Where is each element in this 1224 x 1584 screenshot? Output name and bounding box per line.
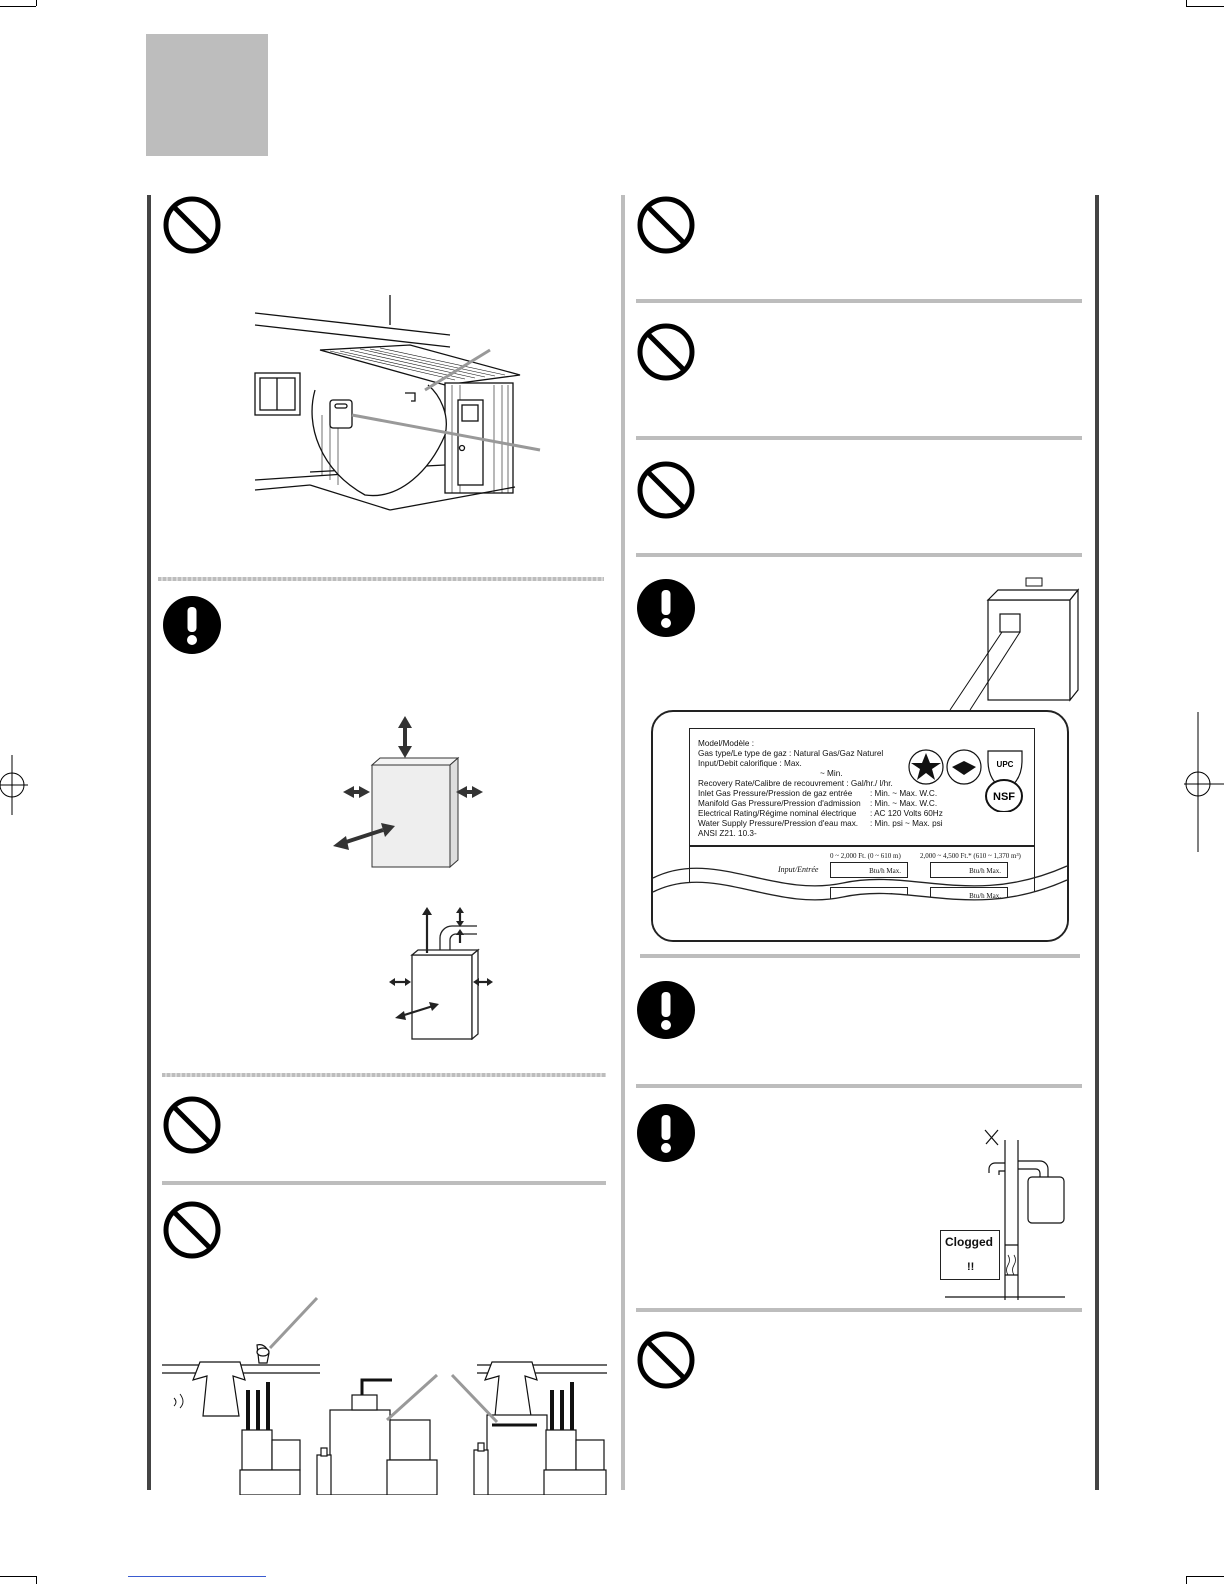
- clogged-sign: Clogged !!: [940, 1230, 1000, 1280]
- prohibition-icon: [162, 1200, 222, 1260]
- crop-line: [128, 1576, 266, 1577]
- registration-mark: [1184, 712, 1224, 852]
- clogged-exclaim: !!: [967, 1261, 975, 1273]
- label-electrical: Electrical Rating/Régime nominal électri…: [698, 809, 857, 818]
- label-manifold-gas: Manifold Gas Pressure/Pression d'admissi…: [698, 799, 861, 808]
- vent-illustration: [945, 1129, 1065, 1300]
- exclamation-icon: [637, 981, 695, 1039]
- prohibition-icon: [636, 1330, 696, 1390]
- label-model: Model/Modèle :: [698, 739, 754, 748]
- rating-label-panel: Model/Modèle : Gas type/Le type de gaz :…: [651, 710, 1069, 942]
- section-divider: [636, 436, 1082, 440]
- clogged-text: Clogged: [945, 1235, 993, 1249]
- section-divider: [636, 299, 1082, 303]
- upc-badge: UPC: [997, 760, 1014, 769]
- registration-mark: [0, 755, 28, 815]
- crop-mark: [36, 0, 37, 6]
- label-electrical-value: : AC 120 Volts 60Hz: [870, 809, 943, 818]
- label-divider: [690, 845, 1034, 847]
- label-ansi: ANSI Z21. 10.3-: [698, 829, 757, 838]
- crop-mark: [1186, 1576, 1187, 1584]
- btuh-box: Btu/h Max.: [830, 862, 908, 878]
- column-rule-right: [1095, 195, 1099, 1490]
- clearance-diagram-vent: [389, 907, 493, 1040]
- section-divider: [162, 1073, 606, 1077]
- label-input: Input/Debit calorifique : Max.: [698, 759, 802, 768]
- crop-mark: [1186, 1576, 1224, 1577]
- label-gas-type: Gas type/Le type de gaz : Natural Gas/Ga…: [698, 749, 884, 758]
- exclamation-icon: [637, 579, 695, 637]
- section-divider: [636, 1308, 1082, 1312]
- prohibition-icon: [636, 195, 696, 255]
- section-divider: [158, 577, 604, 581]
- exclamation-icon: [637, 1104, 695, 1162]
- crop-mark: [0, 1576, 36, 1577]
- crop-mark: [1186, 0, 1187, 6]
- label-water-supply-value: : Min. psi ~ Max. psi: [870, 819, 943, 828]
- crop-mark: [0, 6, 36, 7]
- house-illustration: [254, 295, 541, 511]
- section-divider: [162, 1181, 606, 1185]
- certification-badges: UPC NSF: [908, 749, 1023, 812]
- nsf-badge: NSF: [993, 791, 1015, 803]
- column-rule-left: [147, 195, 151, 1490]
- section-divider: [636, 1084, 1082, 1088]
- label-inlet-gas-value: : Min. ~ Max. W.C.: [870, 789, 938, 798]
- prohibition-icon: [162, 195, 222, 255]
- label-tear-wave: [653, 865, 1067, 940]
- prohibition-icon: [636, 322, 696, 382]
- column-rule-middle: [621, 195, 625, 1490]
- exclamation-icon: [163, 596, 221, 654]
- crop-mark: [1186, 6, 1224, 7]
- section-divider: [640, 954, 1080, 958]
- label-recovery: Recovery Rate/Calibre de recouvrement : …: [698, 779, 893, 788]
- altitude-low: 0 ~ 2,000 Ft. (0 ~ 610 m): [830, 852, 901, 860]
- label-input-min: ~ Min.: [820, 769, 843, 778]
- crop-mark: [36, 1576, 37, 1584]
- section-divider: [636, 553, 1082, 557]
- btuh-box: Btu/h Max.: [930, 862, 1008, 878]
- prohibition-icon: [636, 460, 696, 520]
- label-manifold-gas-value: : Min. ~ Max. W.C.: [870, 799, 938, 808]
- clearance-diagram: [333, 716, 483, 869]
- header-box: [146, 34, 268, 156]
- laundry-hazard-illustration: [162, 1296, 607, 1495]
- label-water-supply: Water Supply Pressure/Pression d'eau max…: [698, 819, 859, 828]
- input-row-label: Input/Entrée: [778, 865, 819, 874]
- label-inlet-gas: Inlet Gas Pressure/Pression de gaz entré…: [698, 789, 853, 798]
- altitude-high: 2,000 ~ 4,500 Ft.* (610 ~ 1,370 m³): [920, 852, 1021, 860]
- water-heater-illustration: [949, 577, 1080, 711]
- prohibition-icon: [162, 1095, 222, 1155]
